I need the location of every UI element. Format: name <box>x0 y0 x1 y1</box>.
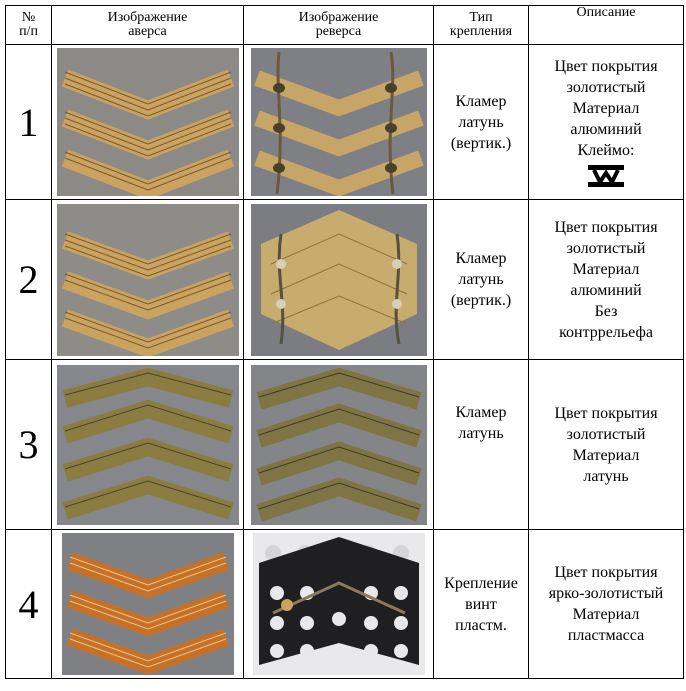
fastening-cell: Кламер латунь (вертик.) <box>433 199 529 360</box>
header-description: Описание <box>528 5 684 45</box>
worn-brass-chevron-reverse-image <box>250 364 427 525</box>
row-number: 3 <box>5 359 52 530</box>
gold-chevron-obverse-image <box>56 203 239 356</box>
row-number: 4 <box>5 529 52 679</box>
description-cell: Цвет покрытия золотистый Материал алюмин… <box>528 44 684 200</box>
plastic-chevron-reverse-image <box>252 533 425 675</box>
obverse-cell <box>51 529 244 679</box>
table-row: 4 <box>5 529 684 679</box>
fastening-cell: Кламер латунь <box>433 359 529 530</box>
header-row: № п/п Изображение аверса Изображение рев… <box>5 5 684 45</box>
reverse-cell <box>243 44 434 200</box>
header-num: № п/п <box>5 5 52 45</box>
description-cell: Цвет покрытия ярко-золотистый Материал п… <box>528 529 684 679</box>
fastening-cell: Крепление винт пластм. <box>433 529 529 679</box>
bright-gold-plastic-chevron-obverse-image <box>61 533 234 675</box>
textured-chevron-reverse-image <box>250 203 427 356</box>
header-obverse: Изображение аверса <box>51 5 244 45</box>
description-cell: Цвет покрытия золотистый Материал алюмин… <box>528 199 684 360</box>
description-text: Цвет покрытия золотистый Материал алюмин… <box>554 57 658 159</box>
reverse-cell <box>243 529 434 679</box>
header-reverse: Изображение реверса <box>243 5 434 45</box>
fastening-cell: Кламер латунь (вертик.) <box>433 44 529 200</box>
gold-chevron-reverse-image <box>250 48 427 196</box>
reverse-cell <box>243 199 434 360</box>
reverse-cell <box>243 359 434 530</box>
obverse-cell <box>51 44 244 200</box>
table-row: 2 <box>5 199 684 360</box>
table-row: 3 <box>5 359 684 530</box>
description-cell: Цвет покрытия золотистый Материал латунь <box>528 359 684 530</box>
row-number: 1 <box>5 44 52 200</box>
worn-brass-chevron-obverse-image <box>56 364 239 525</box>
maker-mark-icon <box>588 164 624 187</box>
catalog-table: № п/п Изображение аверса Изображение рев… <box>5 5 684 679</box>
gold-chevron-obverse-image <box>56 48 239 196</box>
row-number: 2 <box>5 199 52 360</box>
table-row: 1 <box>5 44 684 200</box>
header-fastening: Тип крепления <box>433 5 529 45</box>
obverse-cell <box>51 359 244 530</box>
obverse-cell <box>51 199 244 360</box>
